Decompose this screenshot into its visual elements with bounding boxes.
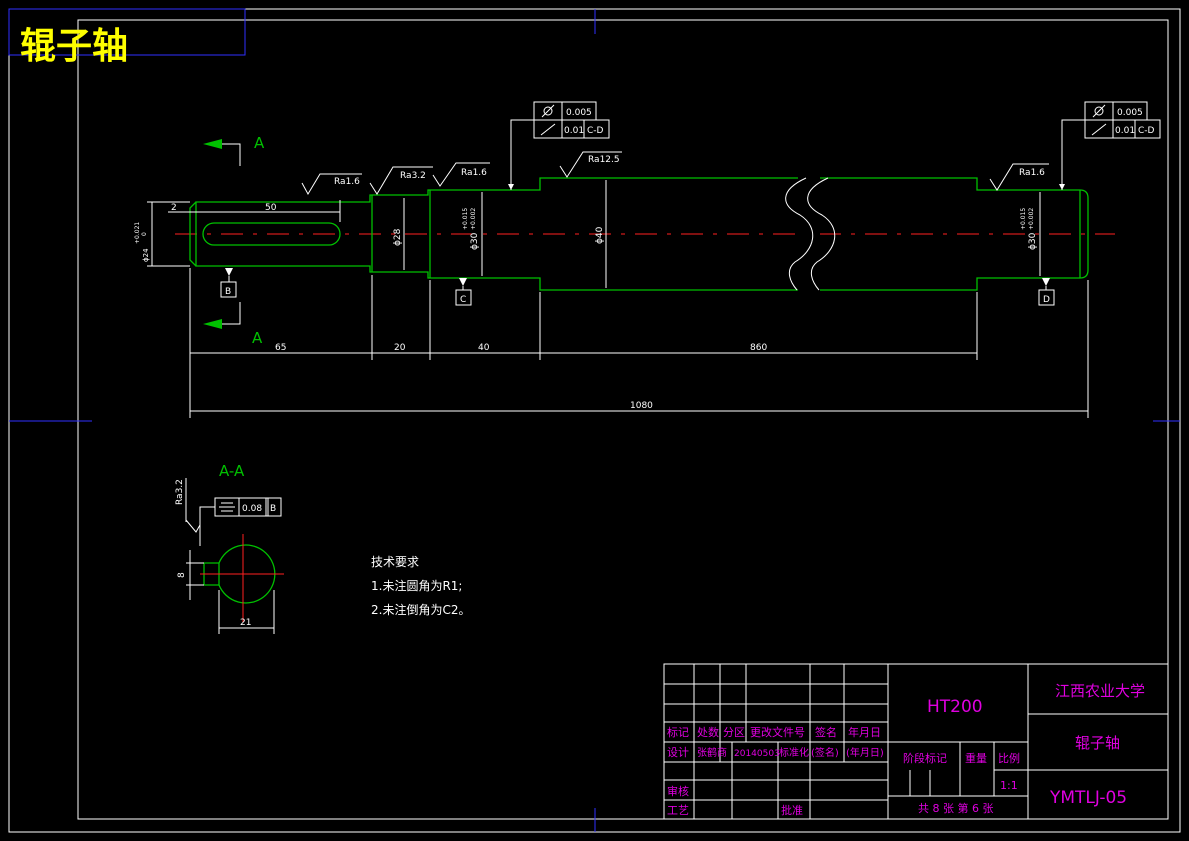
svg-text:B: B	[225, 287, 231, 297]
svg-text:(签名): (签名)	[811, 746, 839, 759]
svg-text:Ra1.6: Ra1.6	[461, 168, 487, 178]
svg-text:Ra3.2: Ra3.2	[175, 479, 185, 505]
svg-text:分区: 分区	[723, 726, 745, 739]
section-marker-top: A	[203, 134, 265, 166]
gdt-frame-left: 0.005 0.01 C-D	[508, 101, 610, 190]
svg-text:共 8 张 第 6 张: 共 8 张 第 6 张	[918, 801, 993, 815]
svg-text:+0.015: +0.015	[462, 208, 469, 230]
gdt-frame-right: 0.005 0.01 C-D	[1059, 101, 1161, 190]
roughness-symbol-1: Ra1.6	[301, 173, 362, 196]
svg-text:ϕ24: ϕ24	[142, 248, 150, 262]
svg-text:张鹤商: 张鹤商	[697, 746, 727, 759]
svg-text:YMTLJ-05: YMTLJ-05	[1049, 788, 1127, 808]
roughness-symbol-2: Ra3.2	[369, 166, 433, 195]
svg-text:0.01: 0.01	[564, 126, 584, 136]
svg-text:Ra12.5: Ra12.5	[588, 155, 620, 165]
svg-text:A: A	[252, 329, 263, 347]
svg-text:标记: 标记	[667, 725, 689, 739]
svg-text:(年月日): (年月日)	[846, 746, 884, 759]
svg-text:20140503: 20140503	[734, 749, 780, 759]
break-line-left	[785, 177, 814, 291]
roughness-symbol-5: Ra1.6	[989, 163, 1049, 191]
title-frame	[8, 8, 246, 56]
svg-text:Ra1.6: Ra1.6	[334, 177, 360, 187]
svg-text:辊子轴: 辊子轴	[1075, 734, 1120, 752]
svg-text:C-D: C-D	[1138, 126, 1155, 136]
title-block: HT200 江西农业大学 辊子轴 YMTLJ-05 标记 处数 分区 更改文件号…	[663, 663, 1169, 820]
svg-text:1.未注圆角为R1;: 1.未注圆角为R1;	[371, 578, 462, 593]
dim-d40: ϕ40	[595, 180, 607, 288]
svg-text:技术要求: 技术要求	[371, 555, 419, 569]
svg-text:阶段标记: 阶段标记	[903, 751, 947, 765]
svg-text:+0.002: +0.002	[1028, 208, 1035, 230]
svg-text:0.005: 0.005	[566, 108, 592, 118]
drawing-title: 辊子轴	[20, 26, 128, 67]
svg-text:ϕ30: ϕ30	[470, 232, 480, 250]
svg-text:21: 21	[240, 618, 251, 628]
roughness-symbol-4: Ra12.5	[559, 151, 622, 178]
svg-text:0.01: 0.01	[1115, 126, 1135, 136]
dim-lengths: 65 20 40 860 1080	[189, 268, 1089, 418]
svg-text:C-D: C-D	[587, 126, 604, 136]
svg-text:ϕ30: ϕ30	[1028, 232, 1038, 250]
svg-text:HT200: HT200	[927, 697, 983, 717]
svg-text:+0.021: +0.021	[134, 222, 141, 244]
svg-text:A: A	[254, 134, 265, 152]
section-title: A-A	[219, 462, 245, 480]
datum-c: C	[455, 278, 472, 306]
svg-text:工艺: 工艺	[667, 804, 689, 817]
svg-text:Ra1.6: Ra1.6	[1019, 168, 1045, 178]
svg-text:更改文件号: 更改文件号	[750, 725, 805, 739]
svg-text:签名: 签名	[815, 725, 837, 739]
svg-text:审核: 审核	[667, 784, 689, 798]
svg-text:50: 50	[265, 203, 277, 213]
svg-text:标准化: 标准化	[779, 746, 809, 759]
svg-text:ϕ28: ϕ28	[393, 228, 403, 246]
dim-key-length: 50 2	[168, 200, 341, 222]
roughness-symbol-3: Ra1.6	[432, 162, 490, 187]
svg-text:处数: 处数	[697, 726, 719, 739]
svg-text:设计: 设计	[667, 746, 689, 759]
svg-text:1:1: 1:1	[1000, 779, 1018, 792]
svg-text:批准: 批准	[781, 803, 803, 817]
svg-text:8: 8	[177, 572, 187, 578]
svg-text:ϕ40: ϕ40	[595, 226, 605, 244]
svg-text:C: C	[460, 295, 466, 305]
svg-text:重量: 重量	[965, 751, 987, 765]
svg-text:40: 40	[478, 343, 490, 353]
technical-notes: 技术要求 1.未注圆角为R1; 2.未注倒角为C2。	[371, 555, 470, 617]
svg-text:D: D	[1043, 295, 1050, 305]
svg-text:B: B	[270, 504, 276, 514]
svg-text:2.未注倒角为C2。: 2.未注倒角为C2。	[371, 602, 470, 617]
dim-d30-left: ϕ30 +0.015 +0.002	[462, 192, 483, 276]
svg-text:65: 65	[275, 343, 286, 353]
svg-text:2: 2	[171, 203, 177, 213]
svg-text:0.08: 0.08	[242, 504, 262, 514]
break-line-right	[807, 177, 836, 291]
svg-text:年月日: 年月日	[848, 725, 881, 739]
dim-d30-right: ϕ30 +0.015 +0.002	[1020, 192, 1041, 276]
svg-text:0.005: 0.005	[1117, 108, 1143, 118]
dim-d24: ϕ24 +0.021 0	[134, 201, 190, 267]
dim-d28: ϕ28	[393, 198, 405, 270]
shaft-outline	[189, 177, 1089, 291]
svg-text:+0.002: +0.002	[470, 208, 477, 230]
section-view: Ra3.2 0.08 B 8 21	[175, 478, 284, 634]
datum-b: B	[220, 268, 237, 298]
svg-text:比例: 比例	[998, 751, 1020, 765]
svg-text:860: 860	[750, 343, 767, 353]
svg-text:0: 0	[141, 232, 148, 236]
svg-text:20: 20	[394, 343, 406, 353]
svg-text:+0.015: +0.015	[1020, 208, 1027, 230]
inner-border	[77, 19, 1169, 820]
section-marker-bottom: A	[203, 302, 263, 347]
datum-d: D	[1038, 278, 1055, 306]
svg-text:Ra3.2: Ra3.2	[400, 171, 426, 181]
svg-text:1080: 1080	[630, 401, 653, 411]
svg-text:江西农业大学: 江西农业大学	[1055, 682, 1145, 700]
